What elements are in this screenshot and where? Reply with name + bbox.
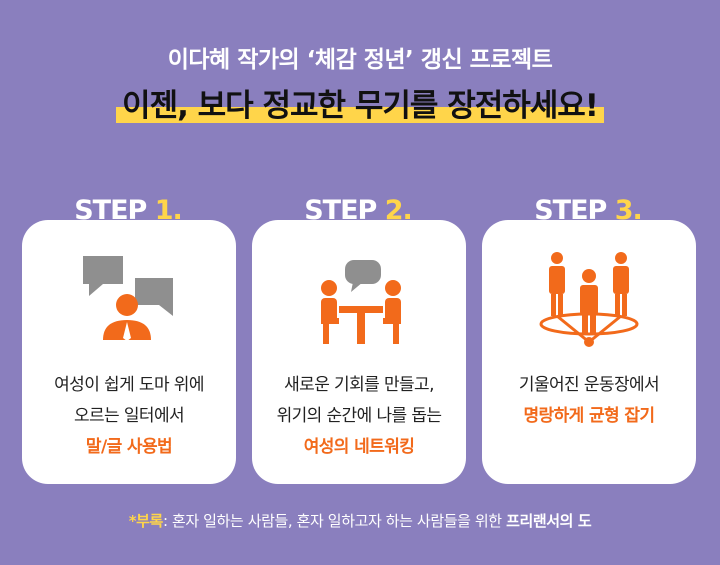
- page-headline-text: 이젠, 보다 정교한 무기를 장전하세요!: [122, 88, 599, 124]
- step-3-text: 기울어진 운동장에서 명랑하게 균형 잡기: [482, 370, 696, 432]
- step-1-line2: 오르는 일터에서: [73, 406, 185, 426]
- step-2-card: 새로운 기회를 만들고, 위기의 순간에 나를 돕는 여성의 네트워킹: [252, 220, 466, 484]
- step-2-line2: 위기의 순간에 나를 돕는: [276, 406, 442, 426]
- step-3-line1: 기울어진 운동장에서: [518, 375, 660, 395]
- network-people-icon: [539, 252, 639, 347]
- step-2-highlight: 여성의 네트워킹: [303, 437, 415, 457]
- page-subtitle: 이다혜 작가의 ‘체감 정년’ 갱신 프로젝트: [167, 47, 553, 73]
- step-1-line1: 여성이 쉽게 도마 위에: [54, 375, 204, 395]
- step-1-highlight: 말/글 사용법: [85, 437, 173, 457]
- step-3-highlight: 명랑하게 균형 잡기: [523, 406, 656, 426]
- appendix-emphasis: 프리랜서의 도: [506, 512, 592, 530]
- speech-bubbles-person-icon: [83, 256, 173, 341]
- meeting-table-icon: [321, 260, 401, 344]
- page-headline: 이젠, 보다 정교한 무기를 장전하세요!: [116, 80, 604, 125]
- headline-wrap: 이젠, 보다 정교한 무기를 장전하세요!: [0, 80, 720, 125]
- step-1-text: 여성이 쉽게 도마 위에 오르는 일터에서 말/글 사용법: [22, 370, 236, 463]
- step-2-line1: 새로운 기회를 만들고,: [284, 375, 434, 395]
- appendix-text: : 혼자 일하는 사람들, 혼자 일하고자 하는 사람들을 위한: [162, 512, 507, 530]
- step-2-text: 새로운 기회를 만들고, 위기의 순간에 나를 돕는 여성의 네트워킹: [252, 370, 466, 463]
- appendix-note: *부록: 혼자 일하는 사람들, 혼자 일하고자 하는 사람들을 위한 프리랜서…: [0, 510, 720, 531]
- appendix-label: *부록: [128, 512, 164, 530]
- step-3-card: 기울어진 운동장에서 명랑하게 균형 잡기: [482, 220, 696, 484]
- step-1-card: 여성이 쉽게 도마 위에 오르는 일터에서 말/글 사용법: [22, 220, 236, 484]
